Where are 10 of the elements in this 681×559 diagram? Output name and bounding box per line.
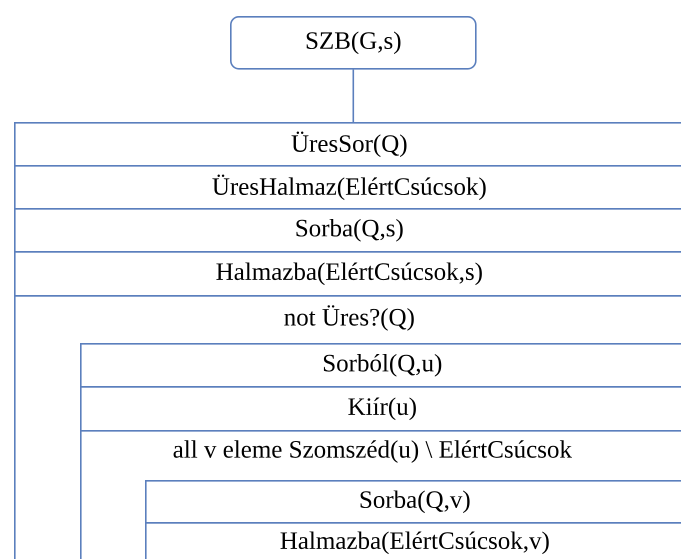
statement-box: Sorba(Q,s) <box>14 208 681 253</box>
statement-box: ÜresHalmaz(ElértCsúcsok) <box>14 165 681 210</box>
statement-box: Sorból(Q,u) <box>80 343 681 388</box>
statement-box: Halmazba(ElértCsúcsok,v) <box>145 522 681 559</box>
statement-box: ÜresSor(Q) <box>14 122 681 167</box>
statement-box: Sorba(Q,v) <box>145 480 681 524</box>
connector-line <box>352 70 354 122</box>
statement-box: Halmazba(ElértCsúcsok,s) <box>14 251 681 297</box>
statement-box: Kiír(u) <box>80 386 681 432</box>
start-box: SZB(G,s) <box>230 16 477 70</box>
